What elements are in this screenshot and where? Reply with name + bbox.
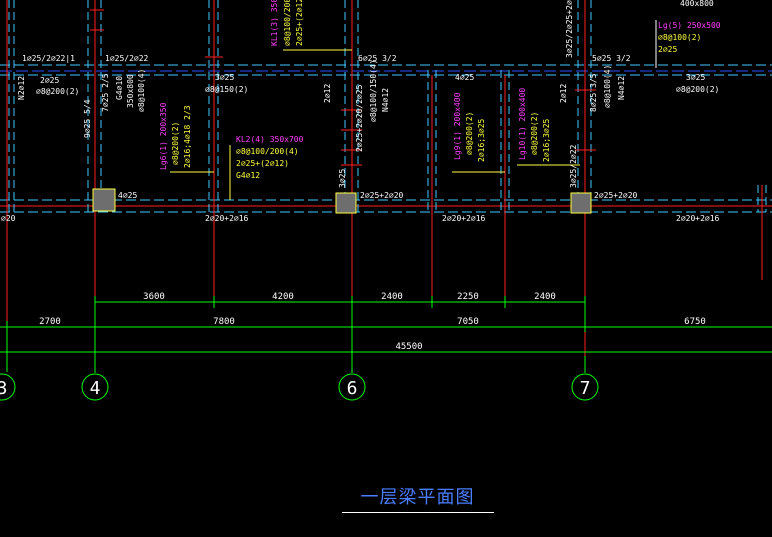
note-lg5-1: Lg(5) 250x500 <box>658 21 721 30</box>
columns <box>92 188 592 214</box>
note-kl2-2: ⌀8@100/200(4) <box>236 147 299 156</box>
note-col6-v1: 2⌀12 <box>323 84 332 103</box>
note-lg9-1: Lg9(1) 200x400 <box>453 92 462 160</box>
note-col6-top: 6⌀25 3/2 <box>358 54 397 63</box>
axis-bubble-7: 7 <box>571 356 599 401</box>
note-col6-v3: ⌀8@100/150(4) <box>369 59 378 122</box>
note-col6-v2: 2⌀25+2⌀20/2⌀25 <box>355 84 364 152</box>
dimension-texts: 3600 4200 2400 2250 2400 2700 7800 7050 … <box>39 292 706 352</box>
axis-label-4: 4 <box>90 378 101 399</box>
leader-lines <box>170 20 657 200</box>
note-kl1-2: ⌀8@100/200 <box>283 0 292 46</box>
note-top-left-2: 2⌀25 <box>40 76 59 85</box>
note-bottom-2: 2⌀20+2⌀16 <box>442 214 486 223</box>
note-right-top: 400x800 <box>680 0 714 8</box>
note-bottom-left: ⌀20 <box>1 214 16 223</box>
axis-circle <box>81 373 109 401</box>
note-col7-top2: 5⌀25 3/2 <box>592 54 631 63</box>
title-underline <box>342 512 494 513</box>
note-left-vert-1: N2⌀12 <box>17 76 26 100</box>
axis-label-3: 3 <box>0 378 7 399</box>
dim-4200: 4200 <box>272 292 294 302</box>
note-mid-top-1: 1⌀25/2⌀22 <box>105 54 149 63</box>
dim-2400a: 2400 <box>381 292 403 302</box>
note-lg5-2: ⌀8@100(2) <box>658 33 701 42</box>
note-right-2: ⌀8@200(2) <box>676 85 719 94</box>
note-span1-1: 3⌀25 <box>215 73 234 82</box>
note-lg10-1: Lg10(1) 200x400 <box>518 88 527 160</box>
dim-6750: 6750 <box>684 317 706 327</box>
note-lg10-3: 2⌀16;3⌀25 <box>542 118 551 162</box>
note-col4-v4: ⌀8@100(4) <box>137 69 146 112</box>
note-span1-2: ⌀8@150(2) <box>205 85 248 94</box>
note-col6-bot: 3⌀25 <box>338 169 347 188</box>
note-col7-v3: ⌀8@100(4) <box>603 65 612 108</box>
note-kl2-4: G4⌀12 <box>236 171 260 180</box>
note-kl2-3: 2⌀25+(2⌀12) <box>236 159 289 168</box>
note-lg6-1: Lg6(1) 200x350 <box>159 102 168 170</box>
axis-circle <box>338 373 366 401</box>
note-col7-bot-r: 2⌀25+2⌀20 <box>594 191 638 200</box>
note-lg9-3: 2⌀16;3⌀25 <box>477 118 486 162</box>
note-top-left-1: 1⌀25/2⌀22|1 <box>22 54 75 63</box>
note-kl1-1: KL1(3) 350x <box>270 0 279 46</box>
dimension-lines <box>0 296 772 356</box>
note-lg6-3: 2⌀16;4⌀18 2/3 <box>183 105 192 168</box>
dim-7800: 7800 <box>213 317 235 327</box>
note-col7-top1: 3⌀25/2⌀25+2⌀20 <box>565 0 574 58</box>
note-col6-bot-r: 2⌀25+2⌀20 <box>360 191 404 200</box>
dim-3600: 3600 <box>143 292 165 302</box>
axis-label-7: 7 <box>580 378 591 399</box>
dim-2700: 2700 <box>39 317 61 327</box>
column-axis-6 <box>335 192 357 214</box>
axis-circle <box>571 373 599 401</box>
axis-bubble-3: 3 <box>0 356 16 401</box>
drawing-title: 一层梁平面图 <box>360 487 475 508</box>
note-col4-v1: 7⌀25 2/5 <box>101 73 110 112</box>
note-col4-v3: 350x800 <box>126 74 135 108</box>
note-lg6-2: ⌀8@200(2) <box>171 122 180 165</box>
axis-bubble-6: 6 <box>338 356 366 401</box>
note-col7-v2: 8⌀25 3/5 <box>589 73 598 112</box>
axis-bubble-4: 4 <box>81 356 109 401</box>
note-lg9-2: ⌀8@200(2) <box>465 112 474 155</box>
note-col7-bot: 3⌀25/2⌀22 <box>569 144 578 188</box>
note-col6-v4: N4⌀12 <box>381 88 390 112</box>
note-col7-v1: 2⌀12 <box>559 84 568 103</box>
dim-2250: 2250 <box>457 292 479 302</box>
stirrup-ticks <box>90 9 596 166</box>
note-col7-v4: N4⌀12 <box>617 76 626 100</box>
axis-circle <box>0 373 16 401</box>
note-kl1-3: 2⌀25+(2⌀12) <box>295 0 304 46</box>
note-left-vert-2: 9⌀25 5/4 <box>83 99 92 138</box>
dim-2400b: 2400 <box>534 292 556 302</box>
note-right-1: 3⌀25 <box>686 73 705 82</box>
note-bottom-1: 2⌀20+2⌀16 <box>205 214 249 223</box>
axis-label-6: 6 <box>347 378 358 399</box>
note-bottom-3: 2⌀20+2⌀16 <box>676 214 720 223</box>
beam-lines <box>0 64 772 213</box>
note-kl2-1: KL2(4) 350x700 <box>236 135 304 144</box>
vertical-beam-lines <box>8 0 767 212</box>
dim-7050: 7050 <box>457 317 479 327</box>
note-col4-v2: G4⌀10 <box>115 76 124 100</box>
note-span3-1: 4⌀25 <box>455 73 474 82</box>
annotations: 1⌀25/2⌀22|1 2⌀25 ⌀8@200(2) N2⌀12 9⌀25 5/… <box>1 0 721 223</box>
note-lg5-3: 2⌀25 <box>658 45 677 54</box>
axis-bubbles: 3 4 6 7 <box>0 356 599 401</box>
note-lg10-2: ⌀8@200(2) <box>530 112 539 155</box>
note-col4-bot: 4⌀25 <box>118 191 137 200</box>
dim-45500: 45500 <box>395 342 422 352</box>
column-axis-7 <box>570 192 592 214</box>
column-axis-4 <box>92 188 116 212</box>
note-top-left-3: ⌀8@200(2) <box>36 87 79 96</box>
